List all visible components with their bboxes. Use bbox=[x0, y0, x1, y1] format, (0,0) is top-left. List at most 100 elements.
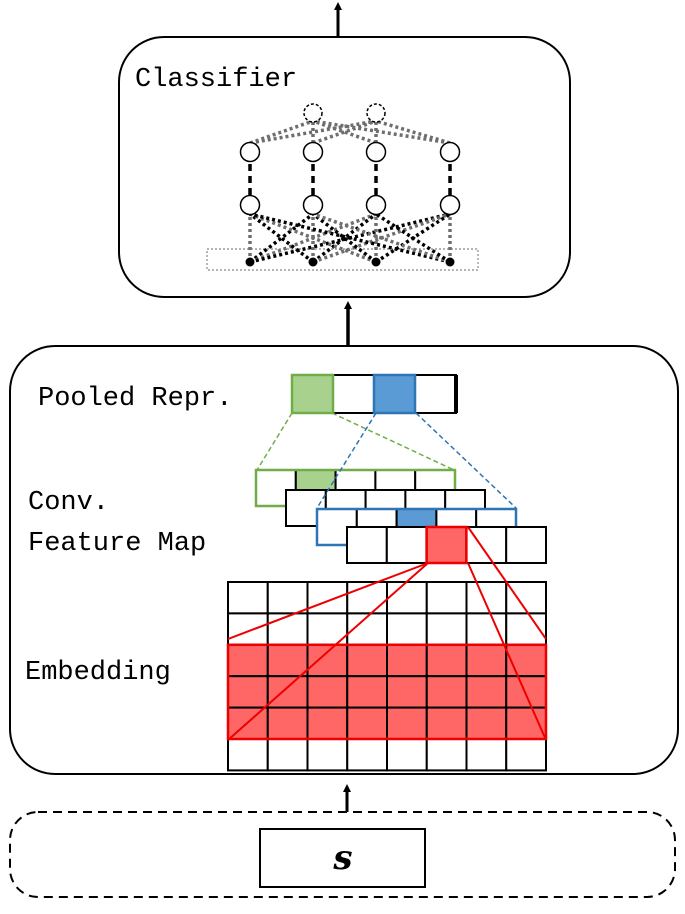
nn-input-node bbox=[445, 257, 455, 267]
classifier-outer-box bbox=[118, 36, 571, 298]
pooled-repr-label: Pooled Repr. bbox=[38, 384, 232, 414]
embedding-cell-highlighted bbox=[505, 675, 547, 709]
nn-hidden-node bbox=[365, 194, 387, 216]
embedding-cell-highlighted bbox=[505, 643, 547, 678]
embedding-conv-window bbox=[226, 643, 548, 741]
pooled-cell-outline bbox=[372, 373, 417, 415]
embedding-cell bbox=[227, 612, 269, 646]
embedding-cell-highlighted bbox=[386, 706, 428, 740]
embedding-cell-highlighted bbox=[227, 643, 269, 678]
nn-hidden-node bbox=[239, 141, 261, 163]
embedding-cell-highlighted bbox=[386, 675, 428, 709]
embedding-cell bbox=[266, 738, 309, 772]
classifier-block: Classifier bbox=[118, 36, 571, 298]
input-outer-dashed-box bbox=[9, 811, 676, 898]
red-connector-right-bottom bbox=[467, 562, 547, 741]
nn-edge-input-hidden bbox=[249, 212, 451, 264]
nn-hidden-node bbox=[439, 141, 461, 163]
nn-edge-input-hidden bbox=[375, 212, 451, 264]
embedding-cell-highlighted bbox=[346, 675, 388, 709]
conv-feature-map-label-line1: Conv. bbox=[28, 488, 109, 518]
input-block: s bbox=[9, 811, 676, 898]
embedding-cell-highlighted bbox=[227, 675, 269, 709]
nn-input-node bbox=[308, 257, 318, 267]
feature-cell-highlighted bbox=[425, 526, 468, 564]
red-connector-left-bottom bbox=[227, 562, 429, 741]
feature-cell-selected-outline bbox=[425, 525, 468, 565]
embedding-cell-highlighted bbox=[425, 643, 468, 678]
nn-edge-input-hidden bbox=[248, 212, 315, 264]
feature-row-4 bbox=[346, 526, 548, 564]
encoder-outer-box bbox=[9, 345, 679, 775]
embedding-cell bbox=[266, 581, 309, 615]
embedding-cell bbox=[386, 612, 428, 646]
conv-feature-map-label-line2: Feature Map bbox=[28, 529, 206, 559]
embedding-label: Embedding bbox=[25, 658, 171, 688]
blue-dashed-connector-right bbox=[415, 412, 517, 509]
nn-edge-input-hidden bbox=[249, 212, 377, 264]
embedding-cell-highlighted bbox=[306, 643, 349, 678]
connector-lines bbox=[227, 412, 547, 741]
embedding-cell bbox=[425, 612, 468, 646]
nn-edge-hidden-output bbox=[312, 119, 377, 145]
nn-edge-hidden-output bbox=[312, 119, 377, 145]
embedding-cell bbox=[306, 738, 349, 772]
embedding-cell bbox=[465, 738, 508, 772]
embedding-cell bbox=[505, 738, 547, 772]
embedding-cell bbox=[386, 581, 428, 615]
embedding-cell bbox=[425, 738, 468, 772]
nn-output-node bbox=[366, 103, 386, 123]
embedding-cell-highlighted bbox=[465, 675, 508, 709]
embedding-cell-highlighted bbox=[505, 706, 547, 740]
pooled-cell bbox=[373, 374, 416, 414]
embedding-cell bbox=[346, 738, 388, 772]
nn-edge-hidden-output bbox=[312, 119, 451, 145]
embedding-cell bbox=[346, 581, 388, 615]
nn-hidden-node bbox=[239, 194, 261, 216]
embedding-cell-highlighted bbox=[425, 706, 468, 740]
embedding-cell-highlighted bbox=[465, 643, 508, 678]
nn-input-node bbox=[245, 257, 255, 267]
nn-hidden-node bbox=[302, 194, 324, 216]
embedding-cell-highlighted bbox=[465, 706, 508, 740]
embedding-cell-highlighted bbox=[266, 706, 309, 740]
nn-hidden-node bbox=[439, 194, 461, 216]
embedding-cell-highlighted bbox=[266, 675, 309, 709]
input-sentence-box bbox=[259, 828, 426, 888]
feature-cell bbox=[346, 526, 388, 564]
nn-edge-input-hidden bbox=[248, 212, 315, 264]
embedding-cell-highlighted bbox=[346, 643, 388, 678]
pooled-cell bbox=[291, 374, 334, 414]
embedding-cell bbox=[266, 612, 309, 646]
embedding-cell bbox=[227, 581, 269, 615]
embedding-cell bbox=[505, 581, 547, 615]
input-symbol: s bbox=[332, 838, 352, 878]
nn-hidden-node bbox=[365, 141, 387, 163]
neural-net-connections bbox=[248, 119, 452, 264]
pooled-representation bbox=[290, 373, 458, 415]
conv-feature-map bbox=[254, 468, 548, 565]
nn-edge-hidden-output bbox=[249, 119, 314, 145]
pooled-cell-outline bbox=[290, 373, 335, 415]
embedding-cell-highlighted bbox=[306, 706, 349, 740]
embedding-cell-highlighted bbox=[425, 675, 468, 709]
red-connector-right-top bbox=[467, 526, 547, 640]
embedding-cell bbox=[227, 738, 269, 772]
feature-cell bbox=[505, 526, 548, 564]
embedding-cell-highlighted bbox=[386, 643, 428, 678]
embedding-cell bbox=[386, 738, 428, 772]
pooled-cell bbox=[414, 374, 457, 414]
embedding-cell bbox=[425, 581, 468, 615]
embedding-cell-highlighted bbox=[266, 643, 309, 678]
embedding-cell bbox=[465, 581, 508, 615]
embedding-cell-highlighted bbox=[346, 706, 388, 740]
nn-edge-input-hidden bbox=[312, 212, 451, 264]
classifier-input-dotted-box bbox=[206, 248, 479, 271]
nn-input-node bbox=[371, 257, 381, 267]
classifier-label: Classifier bbox=[135, 65, 297, 95]
embedding-cell-highlighted bbox=[306, 675, 349, 709]
nn-edge-input-hidden bbox=[311, 212, 378, 264]
nn-edge-hidden-output bbox=[375, 119, 451, 145]
neural-net-nodes bbox=[239, 103, 461, 267]
